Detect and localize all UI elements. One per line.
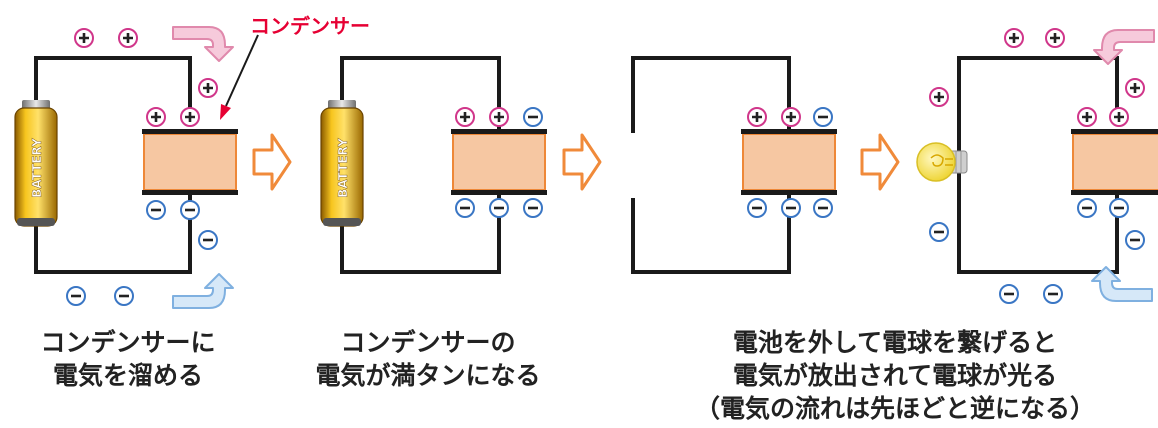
minus-charge-icon [928, 221, 950, 243]
plus-charge-icon [1124, 77, 1146, 99]
capacitor-icon [450, 128, 548, 196]
minus-charge-icon [1124, 229, 1146, 251]
minus-charge-icon [197, 229, 219, 251]
minus-charge-icon [812, 106, 834, 128]
plus-charge-icon [117, 27, 139, 49]
capacitor-plate-bottom [1071, 190, 1158, 195]
minus-charge-icon [179, 199, 201, 221]
caption-step-3-line-3: （電気の流れは先ほどと逆になる） [694, 394, 1095, 423]
minus-charge-icon [145, 199, 167, 221]
minus-charge-icon [1042, 283, 1064, 305]
plus-charge-icon [454, 106, 476, 128]
caption-step-3: 電池を外して電球を繋げると 電気が放出されて電球が光る （電気の流れは先ほどと逆… [660, 326, 1130, 425]
plus-charge-icon [488, 106, 510, 128]
caption-step-2: コンデンサーの 電気が満タンになる [298, 326, 558, 392]
capacitor-icon-partial [1072, 133, 1158, 191]
battery-icon: BATTERY [320, 99, 364, 227]
minus-charge-icon [454, 197, 476, 219]
battery-icon: BATTERY [14, 99, 58, 227]
blue-flow-arrow-icon [172, 273, 234, 309]
minus-charge-icon [1108, 197, 1130, 219]
light-bulb-icon [916, 142, 968, 182]
minus-charge-icon [522, 197, 544, 219]
stage-3-disconnected [631, 56, 838, 274]
minus-charge-icon [746, 197, 768, 219]
plus-charge-icon [197, 77, 219, 99]
callout-pointer-head [220, 104, 231, 120]
plus-charge-icon [1076, 106, 1098, 128]
minus-charge-icon [998, 283, 1020, 305]
plus-charge-icon [145, 106, 167, 128]
pink-flow-arrow-icon [172, 26, 234, 62]
stage-1-charging: BATTERY [14, 26, 259, 309]
plus-charge-icon [179, 106, 201, 128]
right-step-arrow-icon [562, 133, 602, 191]
right-step-arrow-icon [252, 133, 292, 191]
right-step-arrow-icon [860, 133, 900, 191]
stage-4-discharging [916, 27, 1158, 305]
minus-charge-icon [65, 285, 87, 307]
minus-charge-icon [812, 197, 834, 219]
capacitor-icon [740, 128, 838, 196]
pink-flow-arrow-icon [1093, 29, 1155, 65]
minus-charge-icon [522, 106, 544, 128]
minus-charge-icon [1076, 197, 1098, 219]
caption-step-1-line-2: 電気を溜める [52, 361, 203, 390]
caption-step-3-line-2: 電気が放出されて電球が光る [732, 361, 1058, 390]
plus-charge-icon [780, 106, 802, 128]
caption-step-1: コンデンサーに 電気を溜める [8, 326, 248, 392]
blue-flow-arrow-icon [1091, 266, 1153, 302]
caption-step-1-line-1: コンデンサーに [40, 328, 216, 357]
battery-label: BATTERY [30, 138, 44, 198]
stage-3-circuit-wire-top [631, 56, 791, 133]
capacitor-callout-label: コンデンサー [250, 14, 370, 38]
capacitor-icon [141, 128, 239, 196]
capacitor-plate-top [1071, 129, 1158, 134]
caption-step-3-line-1: 電池を外して電球を繋げると [732, 328, 1058, 357]
minus-charge-icon [780, 197, 802, 219]
plus-charge-icon [73, 27, 95, 49]
plus-charge-icon [1108, 106, 1130, 128]
minus-charge-icon [113, 285, 135, 307]
plus-charge-icon [1003, 27, 1025, 49]
plus-charge-icon [928, 86, 950, 108]
caption-step-2-line-2: 電気が満タンになる [315, 361, 541, 390]
stage-3-circuit-wire-bottom [631, 194, 791, 274]
plus-charge-icon [746, 106, 768, 128]
caption-step-2-line-1: コンデンサーの [340, 328, 516, 357]
plus-charge-icon [1044, 27, 1066, 49]
callout-pointer [225, 34, 259, 107]
battery-label: BATTERY [336, 138, 350, 198]
minus-charge-icon [488, 197, 510, 219]
stage-2-full: BATTERY [320, 56, 548, 274]
